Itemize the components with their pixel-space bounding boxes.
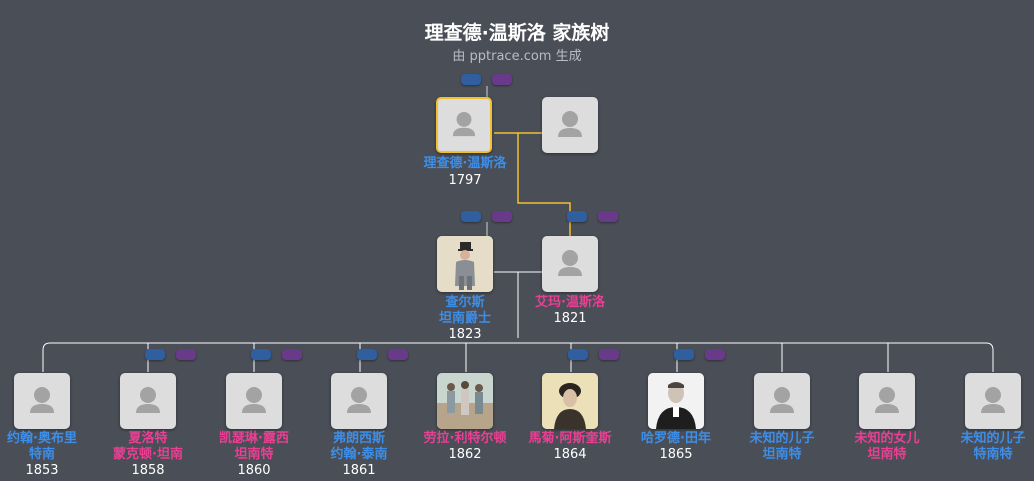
person-name-child[interactable]: 未知的女儿 坦南特 — [854, 431, 920, 462]
person-card-child[interactable] — [754, 373, 810, 429]
person-name-richard[interactable]: 理查德·温斯洛 — [423, 156, 507, 171]
person-silhouette-icon — [242, 387, 266, 413]
person-year-emma: 1821 — [553, 311, 587, 326]
person-year-charles: 1823 — [448, 327, 482, 342]
expand-father-button[interactable] — [461, 211, 481, 222]
expand-father-button[interactable] — [674, 349, 694, 360]
person-card-child[interactable] — [226, 373, 282, 429]
person-card-child[interactable] — [542, 373, 598, 429]
expand-mother-button[interactable] — [388, 349, 408, 360]
person-year-child: 1865 — [659, 447, 693, 462]
person-year-child: 1862 — [448, 447, 482, 462]
expand-father-button[interactable] — [461, 74, 481, 85]
person-name-child[interactable]: 夏洛特 蒙克顿·坦南 — [113, 431, 183, 462]
expand-mother-button[interactable] — [176, 349, 196, 360]
expand-mother-button[interactable] — [705, 349, 725, 360]
expand-father-button[interactable] — [357, 349, 377, 360]
person-name-child[interactable]: 劳拉·利特尔顿 — [423, 431, 507, 446]
person-name-child[interactable]: 约翰·奥布里 特南 — [7, 431, 77, 462]
person-name-charles[interactable]: 查尔斯 坦南爵士 — [438, 295, 491, 326]
expand-mother-button[interactable] — [492, 211, 512, 222]
expand-mother-button[interactable] — [599, 349, 619, 360]
expand-father-button[interactable] — [251, 349, 271, 360]
person-name-child[interactable]: 弗朗西斯 约翰·泰南 — [330, 431, 388, 462]
person-card-child[interactable] — [437, 373, 493, 429]
person-card-child[interactable] — [965, 373, 1021, 429]
person-name-child[interactable]: 未知的儿子 坦南特 — [749, 431, 815, 462]
person-card-charles[interactable] — [437, 236, 493, 292]
person-name-child[interactable]: 凯瑟琳·露西 坦南特 — [219, 431, 289, 462]
person-silhouette-icon — [558, 250, 582, 276]
person-card-child[interactable] — [14, 373, 70, 429]
page-title: 理查德·温斯洛 家族树 — [424, 22, 610, 44]
person-silhouette-icon — [981, 387, 1005, 413]
person-year-child: 1858 — [131, 463, 165, 478]
expand-father-button[interactable] — [567, 211, 587, 222]
woman-portrait-icon — [542, 373, 598, 429]
expand-father-button[interactable] — [145, 349, 165, 360]
person-card-richard[interactable] — [436, 97, 492, 153]
expand-father-button[interactable] — [568, 349, 588, 360]
expand-mother-button[interactable] — [282, 349, 302, 360]
person-name-emma[interactable]: 艾玛·温斯洛 — [535, 295, 605, 310]
person-year-child: 1861 — [342, 463, 376, 478]
person-name-child[interactable]: 馬菊·阿斯奎斯 — [528, 431, 612, 446]
person-card-child[interactable] — [120, 373, 176, 429]
person-silhouette-icon — [30, 387, 54, 413]
person-year-child: 1864 — [553, 447, 587, 462]
person-card-child[interactable] — [331, 373, 387, 429]
person-name-child[interactable]: 哈罗德·田年 — [641, 431, 711, 446]
person-silhouette-icon — [452, 112, 476, 137]
person-silhouette-icon — [347, 387, 371, 413]
page-subtitle: 由 pptrace.com 生成 — [452, 49, 582, 64]
group-photo-icon — [437, 373, 493, 429]
portrait-photo-icon — [437, 236, 493, 292]
person-year-richard: 1797 — [448, 173, 482, 188]
person-card-richard-spouse[interactable] — [542, 97, 598, 153]
person-silhouette-icon — [770, 387, 794, 413]
person-silhouette-icon — [136, 387, 160, 413]
person-silhouette-icon — [558, 111, 582, 137]
person-card-emma[interactable] — [542, 236, 598, 292]
person-card-child[interactable] — [859, 373, 915, 429]
man-portrait-icon — [648, 373, 704, 429]
person-silhouette-icon — [875, 387, 899, 413]
expand-mother-button[interactable] — [492, 74, 512, 85]
person-year-child: 1860 — [237, 463, 271, 478]
person-name-child[interactable]: 未知的儿子 特南特 — [960, 431, 1026, 462]
person-card-child[interactable] — [648, 373, 704, 429]
expand-mother-button[interactable] — [598, 211, 618, 222]
person-year-child: 1853 — [25, 463, 59, 478]
